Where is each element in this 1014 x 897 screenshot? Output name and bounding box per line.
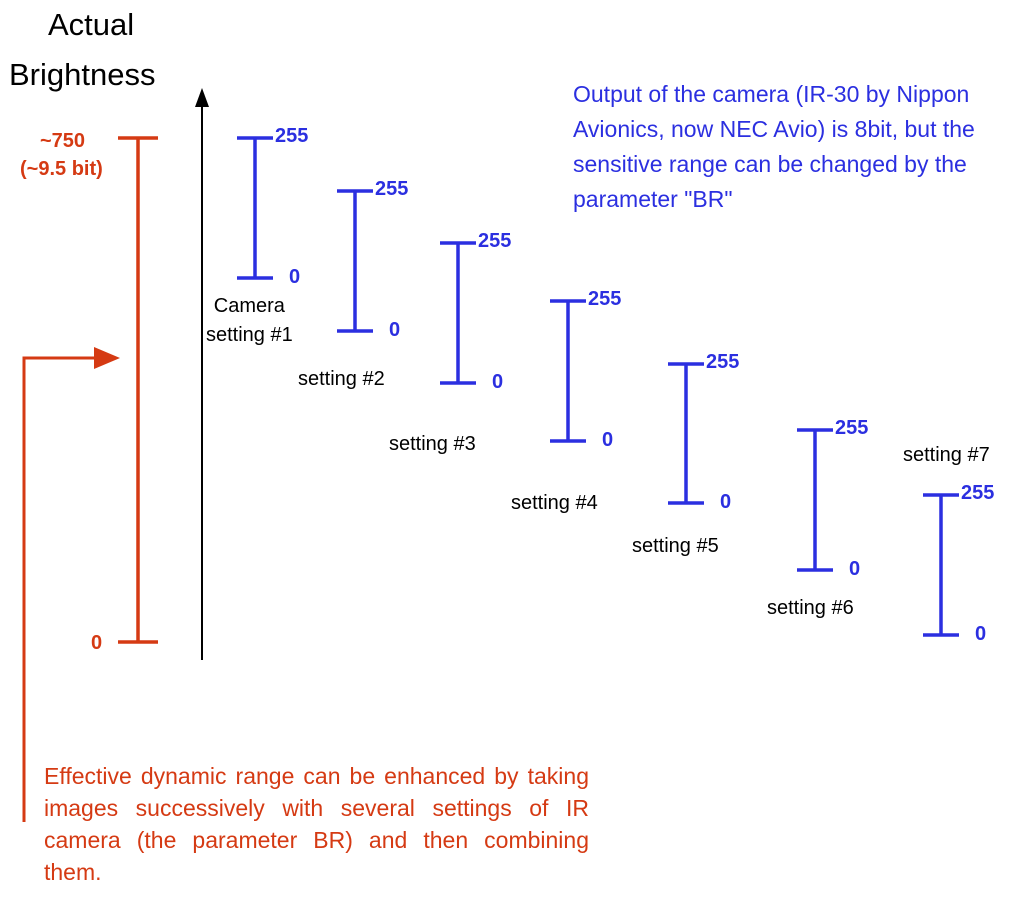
setting-4-range-bar <box>550 299 586 443</box>
setting-1-range-bar <box>237 136 273 280</box>
setting-5-bottom-value: 0 <box>720 491 732 513</box>
setting-6-bottom-value: 0 <box>849 558 861 580</box>
setting-7-bottom-value: 0 <box>975 623 987 645</box>
setting-label-3: setting #3 <box>389 433 476 455</box>
setting-2-bottom-value: 0 <box>389 319 401 341</box>
actual-range-bar <box>118 136 158 644</box>
camera-output-note: Output of the camera (IR-30 by Nippon Av… <box>573 81 975 212</box>
actual-range-bit-label: (~9.5 bit) <box>20 158 103 180</box>
setting-3-range-bar <box>440 241 476 385</box>
setting-1-bottom-value: 0 <box>289 266 301 288</box>
setting-4-bottom-value: 0 <box>602 429 614 451</box>
setting-label-7: setting #7 <box>903 444 990 466</box>
setting-5-top-value: 255 <box>706 351 740 373</box>
dynamic-range-note: Effective dynamic range can be enhanced … <box>44 763 589 885</box>
setting-7-top-value: 255 <box>961 482 995 504</box>
setting-label-5: setting #5 <box>632 535 719 557</box>
setting-5-range-bar <box>668 362 704 505</box>
setting-4-top-value: 255 <box>588 288 622 310</box>
combine-arrow <box>22 347 120 822</box>
setting-range-bars <box>237 136 959 637</box>
setting-6-range-bar <box>797 428 833 572</box>
setting-3-bottom-value: 0 <box>492 371 504 393</box>
setting-3-top-value: 255 <box>478 230 512 252</box>
axis-title-line1: Actual <box>48 7 135 42</box>
setting-label-2: setting #2 <box>298 368 385 390</box>
setting-label-1-line1: Camera <box>213 295 285 317</box>
setting-label-1-line2: setting #1 <box>206 324 293 346</box>
setting-2-top-value: 255 <box>375 178 409 200</box>
setting-2-range-bar <box>337 189 373 333</box>
setting-label-6: setting #6 <box>767 597 854 619</box>
actual-range-bottom-label: 0 <box>91 632 103 654</box>
setting-6-top-value: 255 <box>835 417 869 439</box>
brightness-axis-arrowhead <box>195 88 209 107</box>
setting-label-1: Camera setting #1 <box>206 292 293 350</box>
axis-title-line2: Brightness <box>9 57 156 92</box>
setting-1-top-value: 255 <box>275 125 309 147</box>
setting-label-4: setting #4 <box>511 492 598 514</box>
setting-7-range-bar <box>923 493 959 637</box>
actual-range-top-label: ~750 <box>40 130 86 152</box>
